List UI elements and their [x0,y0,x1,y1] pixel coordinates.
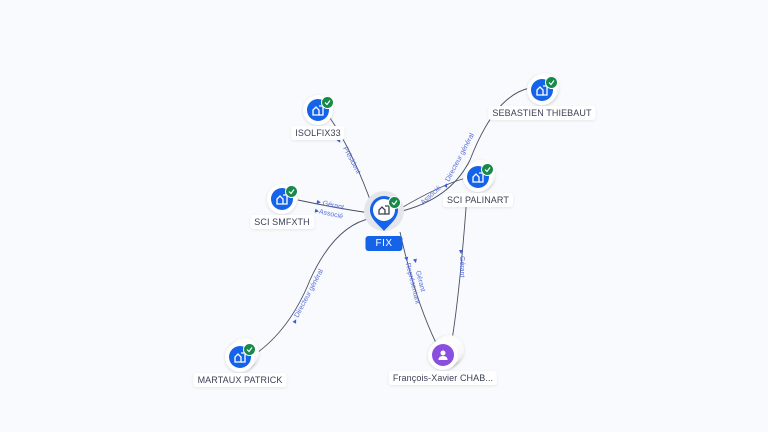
edge-label-directeur-martaux: Directeur général [294,268,326,319]
edge-label-gerant: Gérant [322,200,344,211]
edge-isolfix33-fix [329,117,373,206]
verified-check-icon [285,185,298,198]
node-label: SCI SMFXTH [250,215,314,229]
arrow-icon [292,319,297,324]
node-label: SEBASTIEN THIEBAUT [488,106,596,120]
arrow-icon [413,258,417,264]
edge-label-gerant-francois: Gérant [414,270,426,293]
building-icon [536,85,548,96]
node-label: ISOLFIX33 [291,126,345,140]
node-label: MARTAUX PATRICK [193,373,287,387]
edge-label-associe: Associé [318,209,344,221]
arrow-icon [459,250,463,254]
building-icon [234,352,246,363]
edge-francois-fix [399,231,438,346]
edge-francois-palinart [451,194,468,341]
verified-check-icon [388,196,401,209]
verified-check-icon [481,163,494,176]
verified-check-icon [545,76,558,89]
edge-palinart-fix [397,177,467,211]
arrow-icon [404,256,409,262]
building-icon [472,172,484,183]
building-icon [312,105,324,116]
arrow-icon [443,183,448,188]
center-node-label: FIX [365,236,403,251]
building-icon [378,205,390,215]
edge-smfxth-fix [297,199,371,214]
verified-check-icon [243,343,256,356]
edge-label-president: Président [341,146,361,175]
edge-sebastien-fix [397,87,531,213]
person-disc [432,344,454,366]
edge-label-gerant-palinart: Gérant [458,256,465,277]
person-icon [438,350,448,360]
node-label: François-Xavier CHAB... [388,371,498,385]
building-icon [276,194,288,205]
verified-check-icon [321,96,334,109]
edge-martaux-fix [253,217,373,356]
arrow-icon [314,208,320,213]
node-label: SCI PALINART [443,193,513,207]
arrow-icon [316,199,321,204]
